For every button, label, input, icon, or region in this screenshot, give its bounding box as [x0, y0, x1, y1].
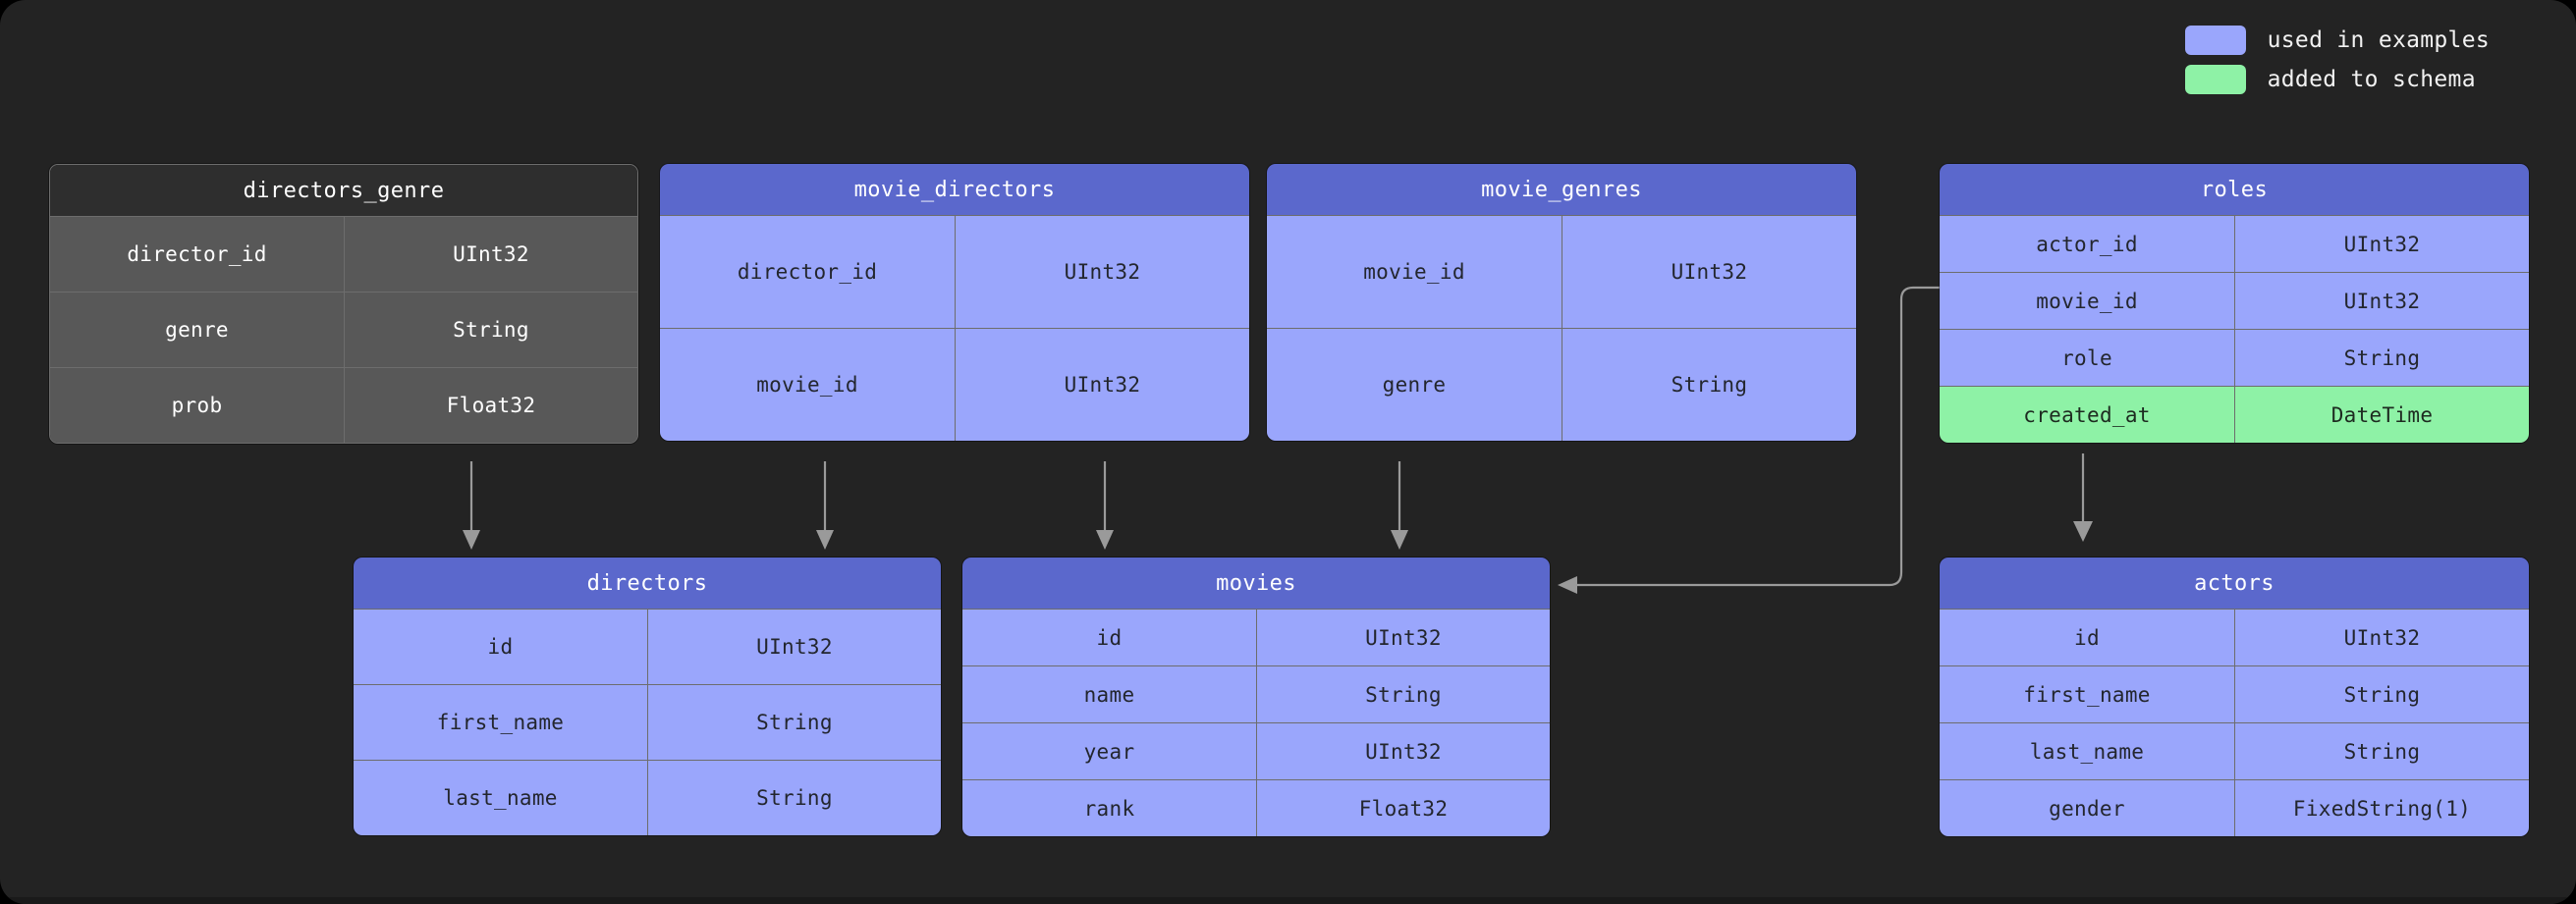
column-name: movie_id — [1363, 260, 1465, 284]
connector-roles-to-actors — [2073, 453, 2093, 542]
column-type: Float32 — [1256, 780, 1550, 836]
column-type: UInt32 — [1562, 216, 1856, 328]
table-movies[interactable]: movies id UInt32 name String year UInt32… — [962, 558, 1550, 836]
table-row[interactable]: prob Float32 — [50, 367, 637, 443]
column-name: actor_id — [2036, 232, 2138, 256]
connector-directors_genre-to-directors — [463, 461, 480, 550]
column-type: UInt32 — [1256, 723, 1550, 779]
column-name: last_name — [2029, 739, 2145, 764]
column-type: String — [647, 761, 941, 835]
column-type: String — [1562, 329, 1856, 441]
table-actors[interactable]: actors id UInt32 first_name String last_… — [1940, 558, 2529, 836]
column-name: last_name — [443, 786, 558, 810]
table-row[interactable]: genre String — [50, 292, 637, 367]
column-type: UInt32 — [955, 216, 1249, 328]
table-row[interactable]: genre String — [1267, 328, 1856, 441]
column-name: genre — [1382, 373, 1447, 397]
table-row[interactable]: first_name String — [354, 684, 941, 760]
column-name: role — [2061, 346, 2112, 370]
column-type: UInt32 — [344, 217, 637, 292]
column-name: id — [1096, 625, 1123, 650]
table-row[interactable]: rank Float32 — [962, 779, 1550, 836]
table-title-directors_genre: directors_genre — [50, 165, 637, 216]
column-type: DateTime — [2234, 387, 2529, 443]
table-row[interactable]: movie_id UInt32 — [1267, 215, 1856, 328]
table-row[interactable]: first_name String — [1940, 665, 2529, 722]
column-name: id — [2074, 625, 2100, 650]
table-title-movie_directors: movie_directors — [660, 164, 1249, 215]
column-name: created_at — [2023, 402, 2151, 427]
column-name: year — [1083, 739, 1135, 764]
column-name: name — [1083, 682, 1135, 707]
table-row-added[interactable]: created_at DateTime — [1940, 386, 2529, 443]
table-row[interactable]: actor_id UInt32 — [1940, 215, 2529, 272]
connector-movie_directors-to-directors — [816, 461, 834, 550]
table-title-actors: actors — [1940, 558, 2529, 609]
column-name: genre — [165, 318, 229, 342]
table-title-movie_genres: movie_genres — [1267, 164, 1856, 215]
table-row[interactable]: role String — [1940, 329, 2529, 386]
legend-item-added-to-schema: added to schema — [2184, 65, 2490, 94]
column-type: String — [1256, 666, 1550, 722]
legend: used in examples added to schema — [2184, 26, 2490, 94]
connector-movie_directors-to-movies — [1096, 461, 1114, 550]
column-name: director_id — [737, 260, 878, 284]
legend-label-added-to-schema: added to schema — [2267, 67, 2476, 92]
legend-label-used-in-examples: used in examples — [2267, 27, 2490, 53]
column-name: gender — [2049, 796, 2125, 821]
table-title-roles: roles — [1940, 164, 2529, 215]
table-row[interactable]: director_id UInt32 — [50, 216, 637, 292]
table-row[interactable]: name String — [962, 665, 1550, 722]
table-row[interactable]: id UInt32 — [1940, 609, 2529, 665]
legend-item-used-in-examples: used in examples — [2184, 26, 2490, 55]
column-type: UInt32 — [1256, 610, 1550, 665]
table-row[interactable]: year UInt32 — [962, 722, 1550, 779]
table-directors[interactable]: directors id UInt32 first_name String la… — [354, 558, 941, 835]
column-type: UInt32 — [955, 329, 1249, 441]
column-name: director_id — [127, 242, 267, 266]
column-name: movie_id — [756, 373, 858, 397]
column-name: prob — [171, 394, 223, 417]
column-type: String — [2234, 723, 2529, 779]
column-type: UInt32 — [2234, 610, 2529, 665]
table-roles[interactable]: roles actor_id UInt32 movie_id UInt32 ro… — [1940, 164, 2529, 443]
column-name: first_name — [436, 711, 565, 734]
column-type: String — [2234, 330, 2529, 386]
legend-swatch-used-in-examples — [2184, 26, 2246, 55]
table-row[interactable]: gender FixedString(1) — [1940, 779, 2529, 836]
table-title-directors: directors — [354, 558, 941, 609]
column-type: String — [647, 685, 941, 760]
table-row[interactable]: last_name String — [354, 760, 941, 835]
column-type: FixedString(1) — [2234, 780, 2529, 836]
column-type: Float32 — [344, 368, 637, 443]
table-movie_genres[interactable]: movie_genres movie_id UInt32 genre Strin… — [1267, 164, 1856, 441]
connector-movie_genres-to-movies — [1391, 461, 1408, 550]
column-type: UInt32 — [647, 610, 941, 684]
table-directors_genre[interactable]: directors_genre director_id UInt32 genre… — [49, 164, 638, 444]
column-name: movie_id — [2036, 289, 2138, 313]
table-row[interactable]: movie_id UInt32 — [1940, 272, 2529, 329]
table-row[interactable]: id UInt32 — [962, 609, 1550, 665]
clipped-content-strip — [0, 897, 2576, 904]
table-row[interactable]: movie_id UInt32 — [660, 328, 1249, 441]
column-name: id — [487, 635, 514, 659]
table-movie_directors[interactable]: movie_directors director_id UInt32 movie… — [660, 164, 1249, 441]
column-name: rank — [1083, 796, 1135, 821]
table-row[interactable]: last_name String — [1940, 722, 2529, 779]
column-type: UInt32 — [2234, 273, 2529, 329]
column-name: first_name — [2023, 682, 2151, 707]
legend-swatch-added-to-schema — [2184, 65, 2246, 94]
table-row[interactable]: id UInt32 — [354, 609, 941, 684]
column-type: UInt32 — [2234, 216, 2529, 272]
table-row[interactable]: director_id UInt32 — [660, 215, 1249, 328]
column-type: String — [2234, 666, 2529, 722]
column-type: String — [344, 292, 637, 367]
table-title-movies: movies — [962, 558, 1550, 609]
